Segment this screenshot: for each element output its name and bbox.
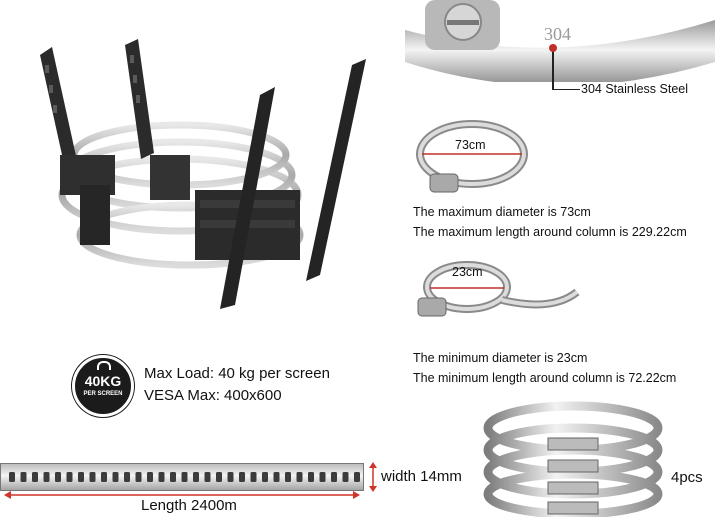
strap-slot — [262, 472, 268, 482]
strap-slot — [170, 472, 176, 482]
load-badge-value: 40KG — [84, 373, 122, 389]
strap-slot — [239, 472, 245, 482]
strap-slot — [20, 472, 27, 482]
strap-slot — [112, 472, 119, 482]
strap-slot — [204, 472, 211, 482]
strap-slot — [331, 472, 337, 482]
strap-slot — [250, 472, 257, 482]
perforated-strap — [0, 463, 364, 491]
max-clamp-image — [412, 110, 532, 205]
strap-slot — [193, 472, 199, 482]
strap-slot — [43, 472, 50, 482]
strap-slot — [181, 472, 188, 482]
callout-line — [552, 48, 554, 90]
load-badge-caption: PER SCREEN — [83, 391, 123, 397]
strap-slot — [227, 472, 234, 482]
steel-grade-stamp: 304 — [544, 24, 571, 44]
load-badge: 40KG PER SCREEN — [72, 355, 134, 417]
strap-slot — [216, 472, 222, 482]
quantity-label: 4pcs — [671, 469, 703, 486]
strap-slot — [9, 472, 15, 482]
max-load-text: Max Load: 40 kg per screen — [144, 365, 330, 382]
strap-slot — [319, 472, 326, 482]
strap-slot — [296, 472, 303, 482]
vesa-max-text: VESA Max: 400x600 — [144, 387, 282, 404]
strap-slot — [354, 472, 360, 482]
strap-slot — [66, 472, 73, 482]
callout-horizontal — [552, 89, 580, 90]
strap-slot — [135, 472, 142, 482]
mount-assembly-image — [30, 35, 375, 325]
length-arrow — [4, 490, 360, 500]
max-diameter-text: The maximum diameter is 73cm — [413, 205, 591, 219]
min-clamp-image — [412, 252, 582, 337]
callout-dot — [549, 44, 557, 52]
strap-slot — [273, 472, 280, 482]
steel-grade-label: 304 Stainless Steel — [581, 82, 689, 96]
strap-slot — [147, 472, 153, 482]
strap-length-label: Length 2400m — [141, 497, 237, 514]
clamp-closeup-image — [405, 0, 715, 82]
strap-slot — [124, 472, 130, 482]
strap-slot — [342, 472, 349, 482]
strap-slot — [78, 472, 84, 482]
strap-slot — [32, 472, 38, 482]
min-diameter-text: The minimum diameter is 23cm — [413, 351, 588, 365]
strap-slot — [101, 472, 107, 482]
max-length-text: The maximum length around column is 229.… — [413, 225, 687, 239]
stacked-clamps-image — [478, 398, 668, 517]
strap-slot — [158, 472, 165, 482]
weight-icon — [97, 361, 111, 370]
width-arrow — [368, 462, 378, 492]
strap-slot — [285, 472, 291, 482]
max-diameter-label: 73cm — [455, 138, 486, 152]
strap-slot — [55, 472, 61, 482]
min-diameter-label: 23cm — [452, 265, 483, 279]
min-length-text: The minimum length around column is 72.2… — [413, 371, 677, 385]
strap-slot — [89, 472, 96, 482]
strap-slot — [308, 472, 314, 482]
strap-width-label: width 14mm — [381, 468, 462, 485]
